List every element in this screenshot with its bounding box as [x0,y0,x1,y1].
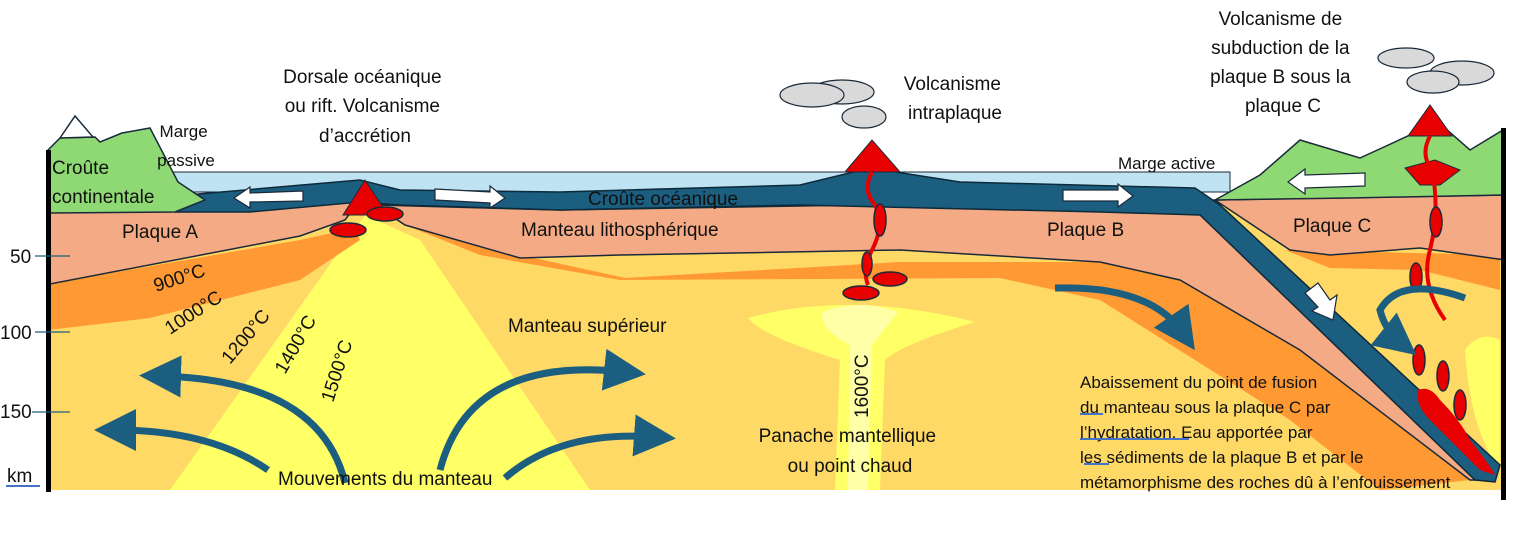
passive-margin-label: Marge passive [157,122,215,170]
active-margin-label: Marge active [1118,154,1215,173]
magma-blob [1453,389,1467,421]
slab-melting-zone [1417,388,1495,475]
depth-unit: km [7,466,32,487]
plume-label: Panache mantellique ou point chaud [759,426,942,477]
ash-clouds-subduction [1377,47,1495,94]
magma-blob [1436,360,1450,392]
continental-crust-label: Croûte continentale [52,158,154,208]
mantle-plume-core [821,305,898,490]
plate-b-label: Plaque B [1047,220,1124,241]
magma-blob [842,285,880,301]
mountain-snow [58,114,95,139]
mantle-flow-arrow [1370,285,1467,356]
subduction-arrow [1304,282,1338,321]
wedge-hot-zone [1465,336,1500,470]
magma-blob [1412,344,1426,376]
magma-chamber [329,222,367,238]
isotherm-900-band-left [48,228,360,330]
oceanic-crust-label: Croûte océanique [588,189,738,210]
wedge-orange [1285,250,1500,290]
mantle-flow-arrow [436,348,646,471]
intraplate-label: Volcanisme intraplaque [904,74,1006,124]
upper-mantle-label: Manteau supérieur [508,316,667,337]
plate-motion-arrow-b [1062,182,1134,209]
ash-clouds-hotspot [779,79,887,129]
spellcheck-underlines [1080,413,1189,465]
mantle-flow-arrow [139,355,349,484]
plate-motion-arrow-c [1286,167,1366,196]
magma-blob [1429,206,1443,238]
mantle-movements-label: Mouvements du manteau [278,469,492,490]
magma-blob [872,271,908,287]
mantle-flow-arrow [502,414,676,481]
ridge-label: Dorsale océanique ou rift. Volcanisme d’… [283,67,447,147]
depth-label-100: 100 [0,323,32,344]
magma-blob [873,203,887,237]
left-axis [46,150,51,492]
lithospheric-mantle-label: Manteau lithosphérique [521,220,719,241]
mantle-flow-arrow [94,409,270,473]
depth-label-50: 50 [10,247,31,268]
isotherm-1600: 1600°C [852,354,873,418]
magma-blob [861,251,873,277]
ridge-volcano [342,179,389,216]
plate-motion-arrow-right [434,184,507,210]
magma-chamber [366,206,404,222]
plate-motion-arrow-left [232,185,304,210]
subduction-volcano [1407,104,1453,137]
mantle-flow-arrow [1054,284,1195,351]
depth-label-150: 150 [0,402,32,423]
plate-c-label: Plaque C [1293,216,1371,237]
plate-a-label: Plaque A [122,222,198,243]
continental-crust-right [1214,127,1504,201]
hotspot-volcano [843,139,902,173]
subduction-volcanism-label: Volcanisme de subduction de la plaque B … [1210,9,1356,117]
ridge-hot-zone [170,215,590,490]
right-axis [1501,128,1506,500]
hydration-explanation: Abaissement du point de fusion du mantea… [1080,373,1451,492]
